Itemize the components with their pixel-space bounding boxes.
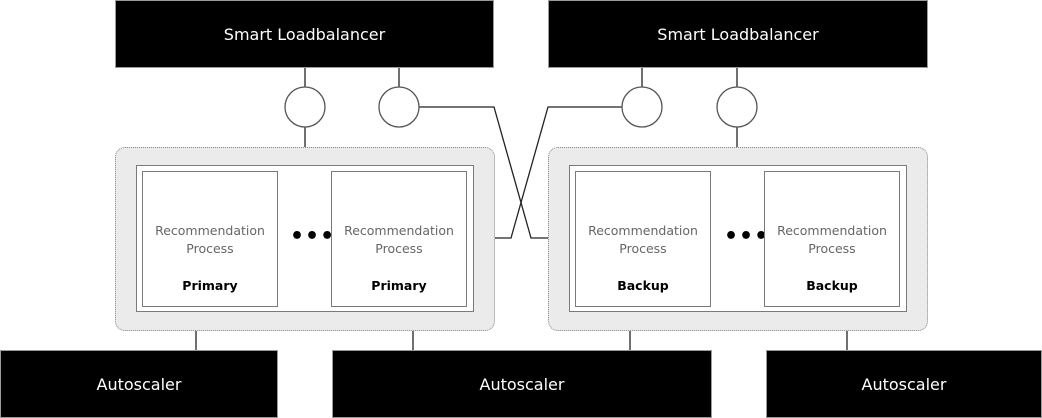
autoscaler-2: Autoscaler [332, 350, 712, 418]
autoscaler-label: Autoscaler [479, 374, 565, 394]
ellipsis-icon: ••• [290, 224, 336, 249]
smart-loadbalancer-1: Smart Loadbalancer [115, 0, 494, 68]
autoscaler-1: Autoscaler [0, 350, 278, 418]
port-circle-lb2-2 [716, 86, 758, 128]
port-circle-lb2-1 [621, 86, 663, 128]
process-role: Backup [617, 278, 669, 293]
loadbalancer-label: Smart Loadbalancer [657, 24, 819, 44]
autoscaler-label: Autoscaler [861, 374, 947, 394]
process-role: Primary [182, 278, 238, 293]
port-circle-lb1-2 [378, 86, 420, 128]
autoscaler-3: Autoscaler [766, 350, 1042, 418]
ellipsis-icon: ••• [724, 224, 770, 249]
loadbalancer-label: Smart Loadbalancer [223, 24, 386, 44]
process-role: Primary [371, 278, 427, 293]
port-circle-lb1-1 [284, 86, 326, 128]
autoscaler-label: Autoscaler [96, 374, 182, 394]
smart-loadbalancer-2: Smart Loadbalancer [548, 0, 928, 68]
process-role: Backup [806, 278, 858, 293]
